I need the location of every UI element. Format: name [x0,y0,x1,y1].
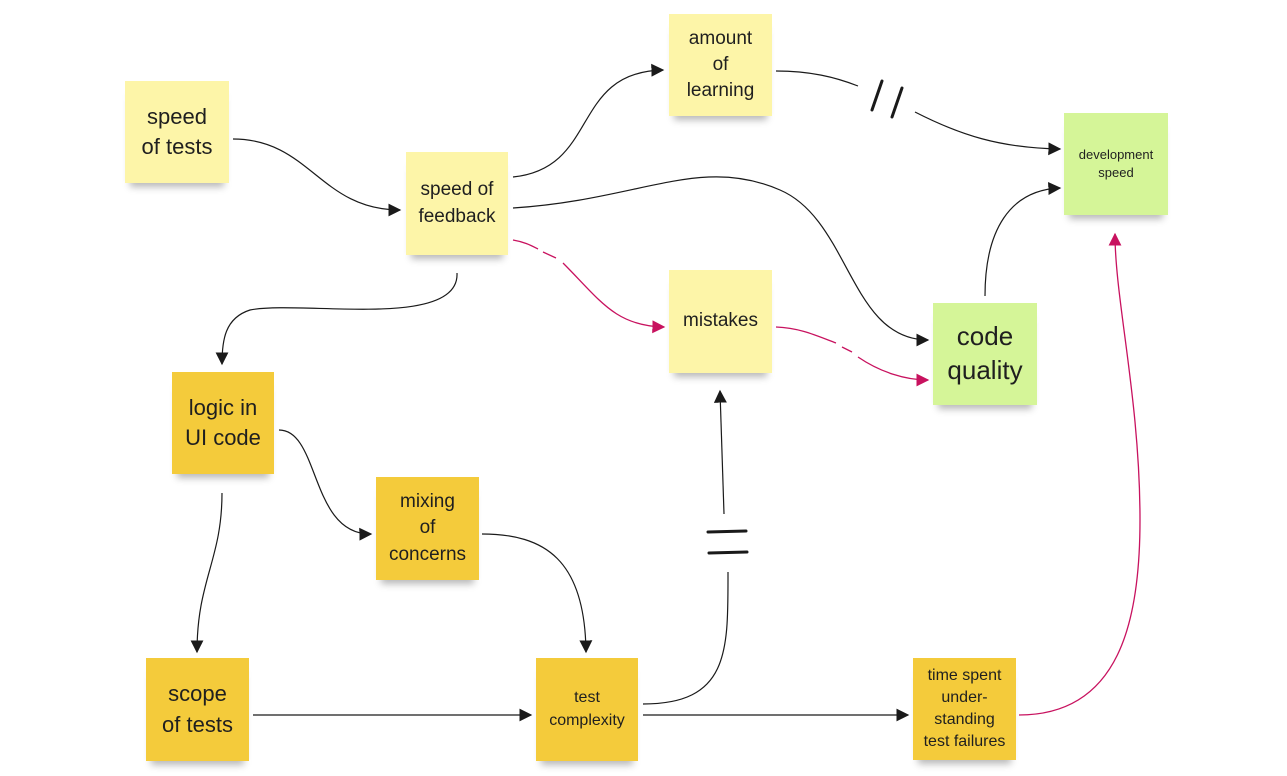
link-mistakes-to-code-quality-c [857,356,930,387]
link-feedback-to-learning [512,63,665,178]
link-mistakes-to-code-quality-a [775,326,837,344]
link-learning-to-devspeed-a [775,70,859,87]
note-scope-of-tests[interactable]: scope of tests [146,658,249,761]
delay-mark-learning-2 [890,86,904,119]
link-feedback-to-mistakes-b [542,251,557,259]
note-mixing-of-concerns[interactable]: mixing of concerns [376,477,479,580]
delay-mark-complexity-2 [707,550,749,555]
link-time-spent-to-devspeed [1018,232,1141,716]
delay-mark-complexity-1 [706,529,748,534]
note-development-speed[interactable]: development speed [1064,113,1168,215]
link-learning-to-devspeed-b [914,111,1062,156]
link-feedback-to-code-quality [512,176,930,347]
note-amount-of-learning[interactable]: amount of learning [669,14,772,116]
link-logic-to-scope [190,492,223,654]
note-logic-in-ui-code[interactable]: logic in UI code [172,372,274,474]
link-feedback-to-mistakes-c [562,262,666,334]
note-test-complexity[interactable]: test complexity [536,658,638,761]
link-feedback-to-mistakes-a [512,239,539,250]
link-test-complexity-to-mistakes-a [642,571,729,705]
link-test-complexity-to-mistakes-b [713,389,727,515]
link-feedback-to-logic [215,272,458,366]
note-code-quality[interactable]: code quality [933,303,1037,405]
note-speed-of-feedback[interactable]: speed of feedback [406,152,508,255]
link-code-quality-to-devspeed [984,181,1062,297]
link-speed-of-tests-to-feedback [232,138,402,217]
note-mistakes[interactable]: mistakes [669,270,772,373]
link-logic-to-mixing [278,429,373,541]
link-mistakes-to-code-quality-b [841,346,853,353]
link-mixing-to-test-complexity [481,533,593,654]
delay-mark-learning-1 [870,79,884,112]
note-speed-of-tests[interactable]: speed of tests [125,81,229,183]
note-time-spent-understanding-test-failures[interactable]: time spent under- standing test failures [913,658,1016,760]
